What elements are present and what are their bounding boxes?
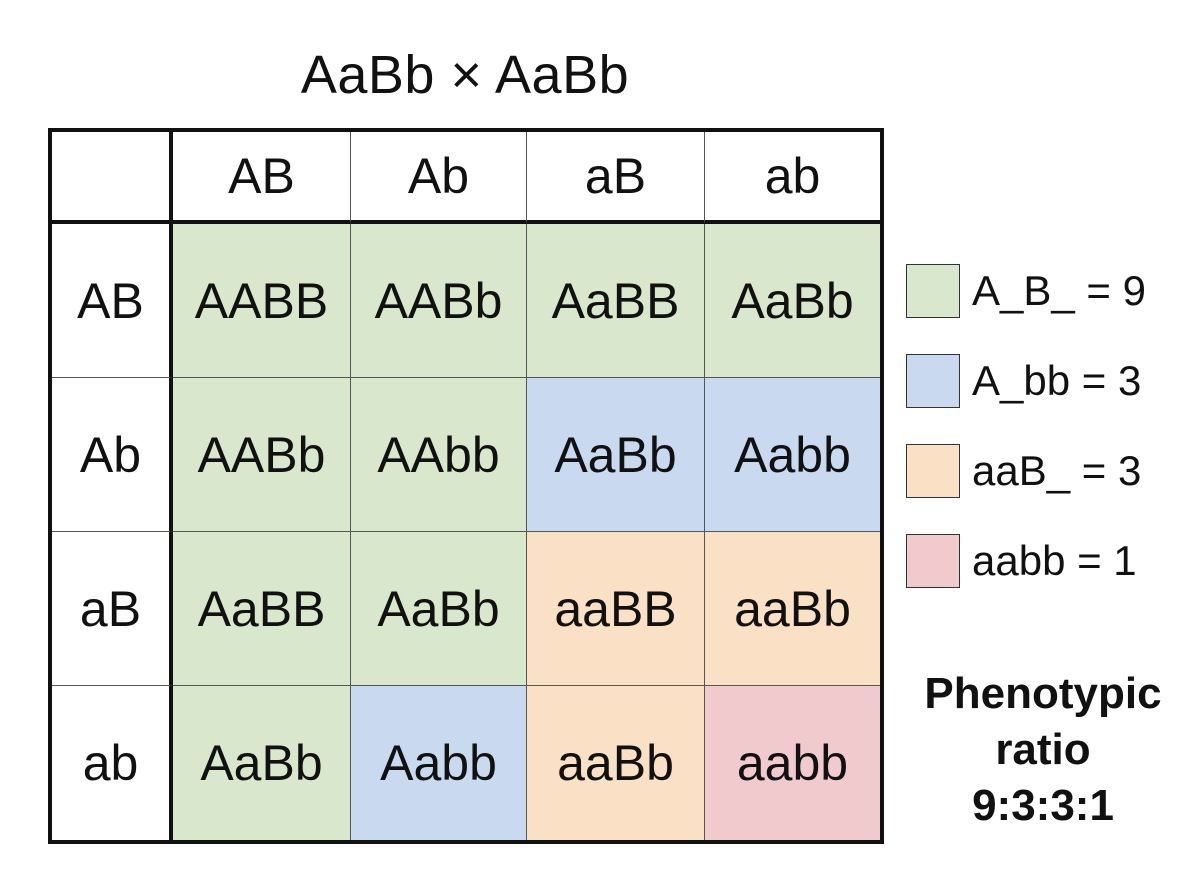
column-gamete-header: ab <box>705 132 880 224</box>
column-gamete-header: aB <box>527 132 705 224</box>
cross-title: AaBb × AaBb <box>300 45 630 105</box>
genotype-cell: AABB <box>173 224 351 378</box>
legend-swatch <box>906 534 960 588</box>
genotype-cell: aaBb <box>527 686 705 840</box>
row-gamete-header: ab <box>52 686 173 840</box>
row-gamete-header: Ab <box>52 378 173 532</box>
genotype-cell: aaBb <box>705 532 880 686</box>
genotype-cell: AaBB <box>173 532 351 686</box>
legend-swatch <box>906 264 960 318</box>
genotype-cell: AABb <box>351 224 527 378</box>
legend-label: A_bb = 3 <box>972 357 1142 404</box>
legend-label: aabb = 1 <box>972 537 1137 584</box>
legend-swatch <box>906 354 960 408</box>
genotype-cell: aabb <box>705 686 880 840</box>
legend-label: aaB_ = 3 <box>972 447 1142 494</box>
genotype-cell: AAbb <box>351 378 527 532</box>
legend-item: A_B_ = 9 <box>906 262 1196 320</box>
legend-item: aabb = 1 <box>906 532 1196 590</box>
legend-item: aaB_ = 3 <box>906 442 1196 500</box>
column-gamete-header: Ab <box>351 132 527 224</box>
column-gamete-header: AB <box>173 132 351 224</box>
corner-cell <box>52 132 173 224</box>
legend-swatch <box>906 444 960 498</box>
genotype-cell: Aabb <box>705 378 880 532</box>
row-gamete-header: AB <box>52 224 173 378</box>
genotype-cell: aaBB <box>527 532 705 686</box>
legend-item: A_bb = 3 <box>906 352 1196 410</box>
genotype-cell: AaBb <box>351 532 527 686</box>
row-gamete-header: aB <box>52 532 173 686</box>
ratio-line-2: ratio <box>995 725 1091 774</box>
genotype-cell: AaBb <box>173 686 351 840</box>
genotype-cell: AaBb <box>527 378 705 532</box>
genotype-cell: AaBb <box>705 224 880 378</box>
genotype-cell: Aabb <box>351 686 527 840</box>
legend-label: A_B_ = 9 <box>972 267 1146 314</box>
phenotypic-ratio: Phenotypic ratio 9:3:3:1 <box>898 666 1188 834</box>
genotype-cell: AaBB <box>527 224 705 378</box>
ratio-value: 9:3:3:1 <box>972 781 1114 830</box>
genotype-cell: AABb <box>173 378 351 532</box>
ratio-line-1: Phenotypic <box>924 669 1162 718</box>
